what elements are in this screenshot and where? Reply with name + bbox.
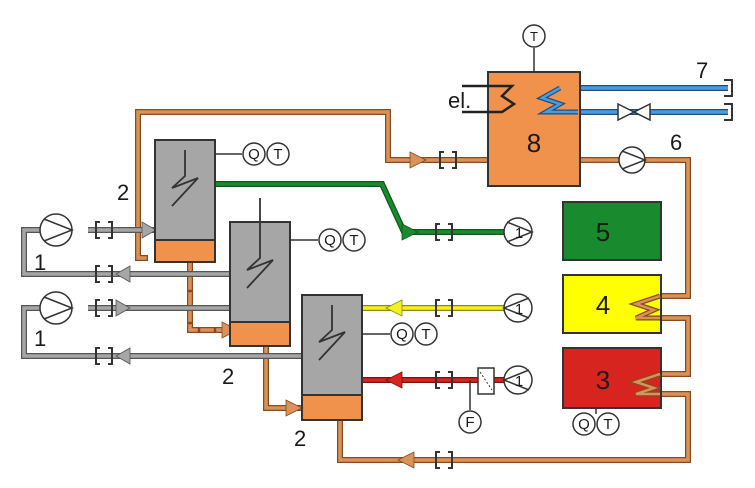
sensor-label: T: [530, 29, 538, 44]
pipe-coupling-icon: [724, 79, 733, 121]
sensor-label: T: [349, 232, 358, 249]
sensor-label: Q: [578, 416, 590, 433]
sensor-label: Q: [396, 326, 408, 343]
valve-icon: [617, 102, 651, 122]
line-6-label: 6: [670, 130, 682, 155]
heater-label: el.: [448, 88, 471, 113]
grey-flow-arrows: [115, 221, 157, 365]
pump-label: 1: [515, 301, 523, 318]
pump-label: 1: [515, 373, 523, 390]
consumer-5: 5: [562, 201, 662, 261]
sensor-icon: Q T: [390, 322, 438, 346]
heat-pump-1: Q T: [154, 139, 290, 263]
sensor-icon: Q T: [242, 142, 290, 166]
flow-arrow-icon: [385, 299, 403, 317]
tank-label: 8: [527, 128, 541, 158]
pump-icon: [39, 291, 75, 325]
heat-exchanger-coil-icon: [171, 150, 199, 207]
heat-exchanger-coil-icon: [246, 198, 274, 289]
consumer-label: 5: [596, 217, 610, 247]
consumer-label: 4: [596, 290, 610, 320]
consumer-label: 3: [596, 365, 610, 395]
flow-arrow-icon: [115, 347, 131, 365]
filter-icon: [469, 367, 495, 410]
pump-icon: 1: [501, 293, 533, 323]
sensor-label: Q: [324, 232, 336, 249]
pump-icon: [39, 213, 75, 247]
flow-arrow-icon: [141, 221, 157, 239]
heat-exchanger-coil-icon: [462, 84, 517, 114]
sensor-label: T: [273, 146, 282, 163]
pipe-coupling-icon: [439, 151, 457, 169]
yellow-pipe: [362, 299, 505, 317]
flow-arrow-icon: [385, 371, 403, 389]
heat-exchanger-coil-icon: [318, 305, 346, 361]
storage-tank: 8 T: [462, 24, 581, 187]
heat-pump-label: 2: [294, 426, 306, 451]
pipe-coupling-icon: [95, 221, 113, 365]
flow-arrow-icon: [115, 299, 131, 317]
sensor-icon: F: [458, 410, 482, 434]
line-7-label: 7: [696, 58, 708, 83]
sensor-icon: Q T: [318, 228, 366, 252]
sensor-label: T: [603, 416, 612, 433]
blue-pipes: [560, 85, 728, 115]
sensor-icon: Q T: [572, 412, 620, 436]
sensor-label: F: [465, 414, 474, 431]
heat-pump-3: Q T: [301, 294, 438, 421]
pipe-coupling-icon: [435, 223, 453, 469]
flow-arrow-icon: [409, 151, 427, 169]
pump-label: 1: [515, 225, 523, 242]
heat-pump-label: 2: [222, 364, 234, 389]
sensor-icon: T: [522, 24, 546, 48]
flow-arrow-icon: [115, 265, 131, 283]
sensor-label: Q: [248, 146, 260, 163]
pump-label: 1: [34, 326, 46, 351]
flow-arrow-icon: [285, 399, 303, 417]
consumer-4: 4: [562, 274, 662, 334]
pump-icon: 1: [501, 365, 533, 395]
flow-arrow-icon: [401, 223, 419, 241]
copper-flow-arrows: [221, 151, 427, 469]
heat-pump-2: Q T: [229, 198, 366, 347]
flow-arrow-icon: [397, 451, 415, 469]
pump-label: 1: [34, 250, 46, 275]
green-pipe: [214, 181, 505, 241]
sensor-label: T: [421, 326, 430, 343]
heat-pump-label: 2: [117, 180, 129, 205]
pump-icon: 1: [503, 217, 535, 247]
consumer-3: 3 Q T: [562, 347, 662, 436]
pump-icon: [618, 146, 648, 174]
